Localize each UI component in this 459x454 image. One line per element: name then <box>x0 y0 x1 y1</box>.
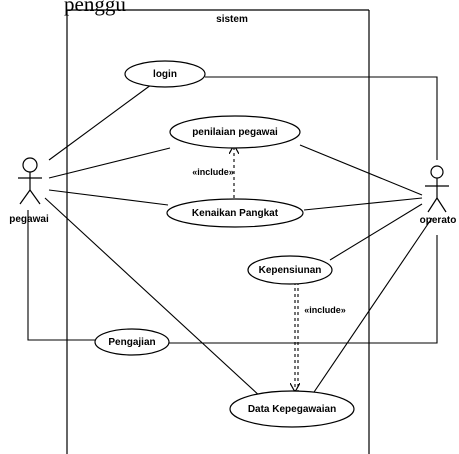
include-label-1: «include» <box>192 167 234 177</box>
system-label: sistem <box>216 14 248 25</box>
use-case-label: Kepensiunan <box>259 265 322 276</box>
use-case-label: Pengajian <box>108 337 155 348</box>
assoc-pegawai-penilaian <box>48 147 171 179</box>
assoc-login-operator <box>205 76 438 160</box>
caption-text: penggu <box>64 0 126 16</box>
use-case-label: Data Kepegawaian <box>248 404 336 415</box>
use-case-data-kepegawaian: Data Kepegawaian <box>229 390 355 428</box>
assoc-pegawai-data <box>44 197 263 399</box>
actor-operator <box>425 165 449 213</box>
use-case-kepensiunan: Kepensiunan <box>247 255 333 285</box>
use-case-label: Kenaikan Pangkat <box>192 208 279 219</box>
include-label-2: «include» <box>304 305 346 315</box>
assoc-kenaikan-operator <box>303 197 423 211</box>
actor-label-operator: operato <box>420 215 457 226</box>
actor-head-icon <box>22 157 38 173</box>
actor-head-icon <box>430 165 444 179</box>
use-case-penilaian-pegawai: penilaian pegawai <box>169 115 301 149</box>
use-case-kenaikan-pangkat: Kenaikan Pangkat <box>166 198 304 228</box>
actor-label-pegawai: pegawai <box>9 214 49 225</box>
use-case-label: penilaian pegawai <box>192 127 278 138</box>
assoc-penilaian-operator <box>299 144 423 196</box>
use-case-label: login <box>153 69 177 80</box>
include-relations <box>234 146 298 391</box>
assoc-pegawai-login <box>48 81 156 161</box>
assoc-kepensiunan-operator <box>329 203 423 261</box>
use-case-pengajian: Pengajian <box>94 328 170 356</box>
assoc-pengajian-operator <box>169 235 438 344</box>
system-boundary: sistem <box>66 9 370 454</box>
assoc-data-operator <box>309 217 433 399</box>
assoc-pegawai-pengajian <box>27 210 95 341</box>
actor-pegawai <box>18 157 42 205</box>
use-case-login: login <box>124 60 206 88</box>
association-lines <box>27 76 438 399</box>
assoc-pegawai-kenaikan <box>48 189 169 206</box>
